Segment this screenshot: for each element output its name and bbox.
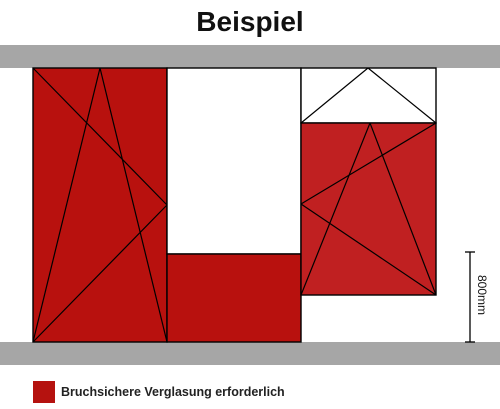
dimension-marker: 800mm	[465, 251, 489, 343]
dimension-label: 800mm	[475, 275, 489, 315]
middle-lower-panel	[166, 253, 302, 343]
legend: Bruchsichere Verglasung erforderlich	[33, 381, 285, 403]
right-transom	[300, 67, 437, 124]
left-sash	[32, 67, 168, 343]
top-wall	[0, 45, 500, 68]
legend-swatch	[33, 381, 55, 403]
legend-label: Bruchsichere Verglasung erforderlich	[61, 385, 285, 399]
diagram-title: Beispiel	[196, 6, 304, 37]
bottom-wall	[0, 342, 500, 365]
middle-upper-frame	[166, 67, 302, 255]
right-sash	[300, 122, 437, 296]
